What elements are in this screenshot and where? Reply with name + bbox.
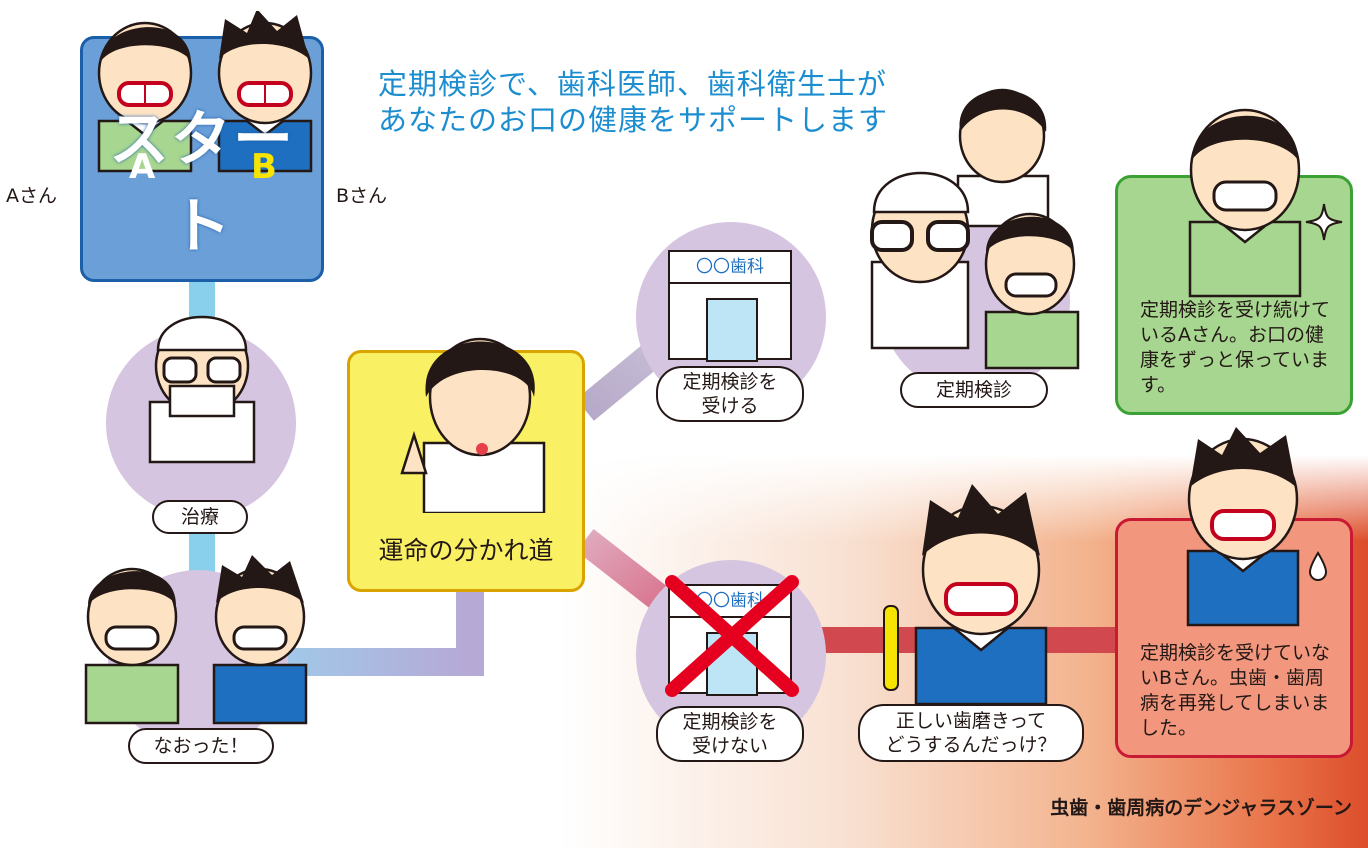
- start-box: A B スタート: [80, 11, 324, 282]
- confused-patient-b-illustration: [883, 484, 1048, 706]
- headline-line-2: あなたのお口の健康をサポートします: [378, 103, 889, 137]
- cross-mark-icon: [665, 575, 799, 697]
- cured-patient-b: [212, 555, 308, 725]
- checkup-no-label: 定期検診を 受けない: [656, 706, 804, 762]
- result-a-box: 定期検診を受け続けているAさん。お口の健康をずっと保っています。: [1115, 108, 1353, 415]
- clinic-building: 〇〇歯科: [668, 250, 792, 362]
- dentist-figure: [870, 171, 970, 350]
- dental-team-illustration: [870, 88, 1080, 370]
- dentist-illustration: [148, 315, 256, 464]
- sad-patient-b-illustration: [1186, 427, 1300, 627]
- patient-a-figure: [97, 21, 193, 173]
- hygienist-figure: [956, 88, 1050, 228]
- headline: 定期検診で、歯科医師、歯科衛生士が あなたのお口の健康をサポートします: [378, 66, 888, 138]
- result-b-text: 定期検診を受けていないBさん。虫歯・歯周病を再発してしまいました。: [1140, 642, 1331, 739]
- person-b-label: Bさん: [336, 185, 388, 207]
- start-label: スタート: [109, 105, 295, 262]
- brushing-question-label: 正しい歯磨きって どうするんだっけ？: [858, 704, 1084, 762]
- treatment-circle: [106, 315, 296, 518]
- fork-box: 運命の分かれ道: [347, 337, 585, 592]
- clinic-door: [706, 298, 758, 362]
- cured-label: なおった！: [128, 728, 274, 764]
- checkup-yes-label: 定期検診を 受ける: [656, 366, 804, 422]
- badge-b: B: [251, 147, 277, 187]
- cured-to-fork-path: [270, 590, 484, 676]
- clinic-sign-closed: 〇〇歯科: [670, 586, 790, 618]
- start-patients-illustration: [97, 11, 313, 173]
- headline-line-1: 定期検診で、歯科医師、歯科衛生士が: [378, 67, 887, 101]
- happy-patient-a-illustration: [1188, 108, 1302, 298]
- regular-checkup-label: 定期検診: [900, 372, 1048, 408]
- badge-a: A: [129, 147, 156, 187]
- patient-b-figure: [217, 11, 313, 173]
- treatment-label: 治療: [152, 500, 248, 534]
- fork-label: 運命の分かれ道: [378, 536, 554, 565]
- cured-patient-a: [84, 567, 180, 725]
- result-a-text: 定期検診を受け続けているAさん。お口の健康をずっと保っています。: [1140, 299, 1331, 396]
- person-a-label: Aさん: [6, 185, 57, 207]
- sweat-drop-icon: [1308, 551, 1328, 581]
- clinic-sign: 〇〇歯科: [670, 252, 790, 284]
- hygienist-illustration: [400, 337, 546, 513]
- sparkle-icon: [1305, 203, 1343, 241]
- patient-a-smiling-figure: [984, 212, 1080, 370]
- result-b-box: 定期検診を受けていないBさん。虫歯・歯周病を再発してしまいました。: [1115, 427, 1353, 758]
- cured-patients-illustration: [84, 555, 308, 725]
- danger-zone-title: 虫歯・歯周病のデンジャラスゾーン: [1050, 797, 1352, 819]
